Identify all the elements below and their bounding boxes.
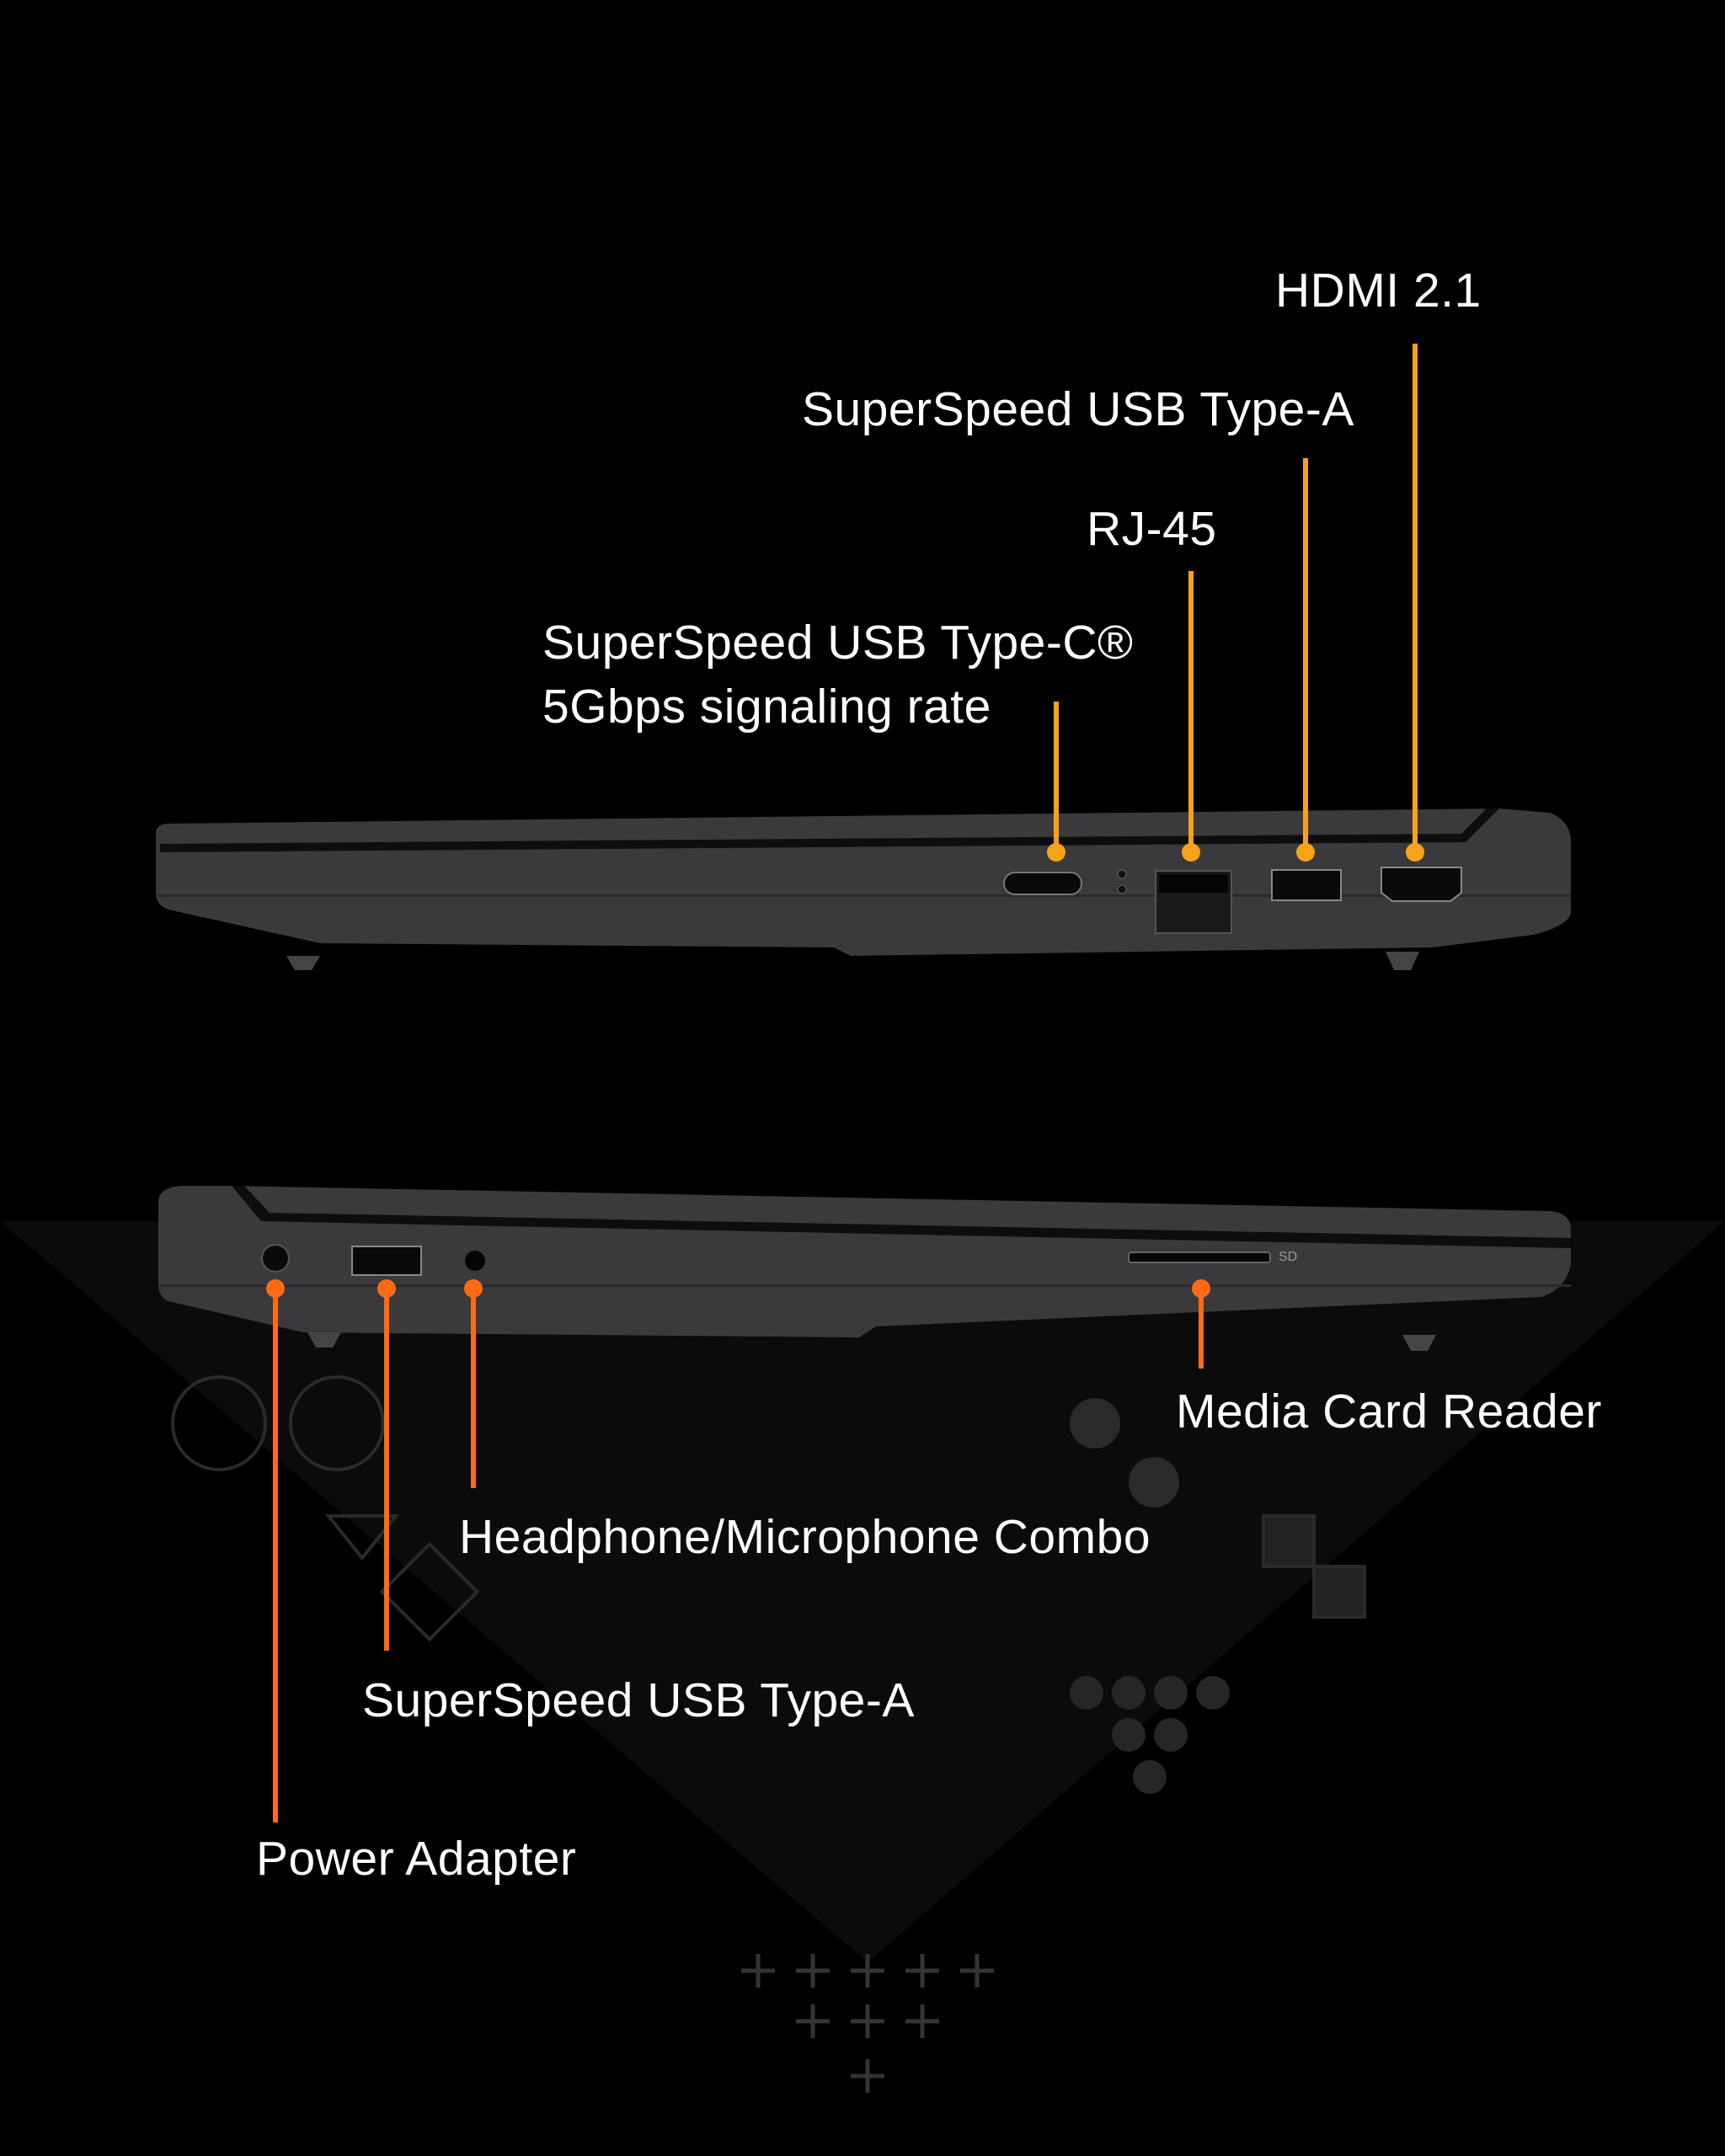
usb-c-port-icon: [1003, 872, 1082, 895]
callout-dot-usb-a-right: [1296, 843, 1315, 862]
hdmi-port-icon: [1381, 867, 1462, 902]
sd-card-slot-icon: [1128, 1251, 1271, 1263]
callout-line-usb-a-left: [384, 1289, 389, 1651]
callout-line-usb-c: [1054, 702, 1059, 852]
label-usb-a-left: SuperSpeed USB Type-A: [362, 1673, 915, 1727]
usb-a-port-icon: [351, 1246, 422, 1276]
usb-a-port-icon: [1271, 869, 1342, 901]
background-pattern: [0, 1221, 1725, 2093]
callout-line-rj45: [1188, 571, 1194, 852]
label-usb-a-right: SuperSpeed USB Type-A: [802, 382, 1354, 436]
headphone-jack-icon: [465, 1251, 485, 1271]
label-usb-c-rate: 5Gbps signaling rate: [542, 680, 991, 734]
sd-slot-text: SD: [1279, 1250, 1298, 1264]
callout-line-media-card: [1199, 1289, 1204, 1369]
label-usb-c: SuperSpeed USB Type-C®: [542, 616, 1134, 670]
laptop-left-side-view: [158, 1186, 1571, 1351]
laptop-right-side-view: [156, 808, 1571, 970]
callout-dot-usb-c: [1047, 843, 1065, 862]
label-power: Power Adapter: [256, 1832, 577, 1886]
callout-line-headphone: [471, 1289, 476, 1488]
label-headphone: Headphone/Microphone Combo: [459, 1510, 1151, 1564]
label-media-card: Media Card Reader: [1176, 1385, 1602, 1438]
callout-line-usb-a-right: [1303, 458, 1308, 852]
power-jack-icon: [261, 1244, 290, 1273]
label-rj45: RJ-45: [1087, 502, 1217, 556]
callout-line-hdmi: [1413, 344, 1418, 852]
callout-dot-rj45: [1182, 843, 1200, 862]
callout-line-power: [273, 1289, 278, 1822]
callout-dot-hdmi: [1406, 843, 1424, 862]
label-hdmi: HDMI 2.1: [1275, 264, 1482, 318]
